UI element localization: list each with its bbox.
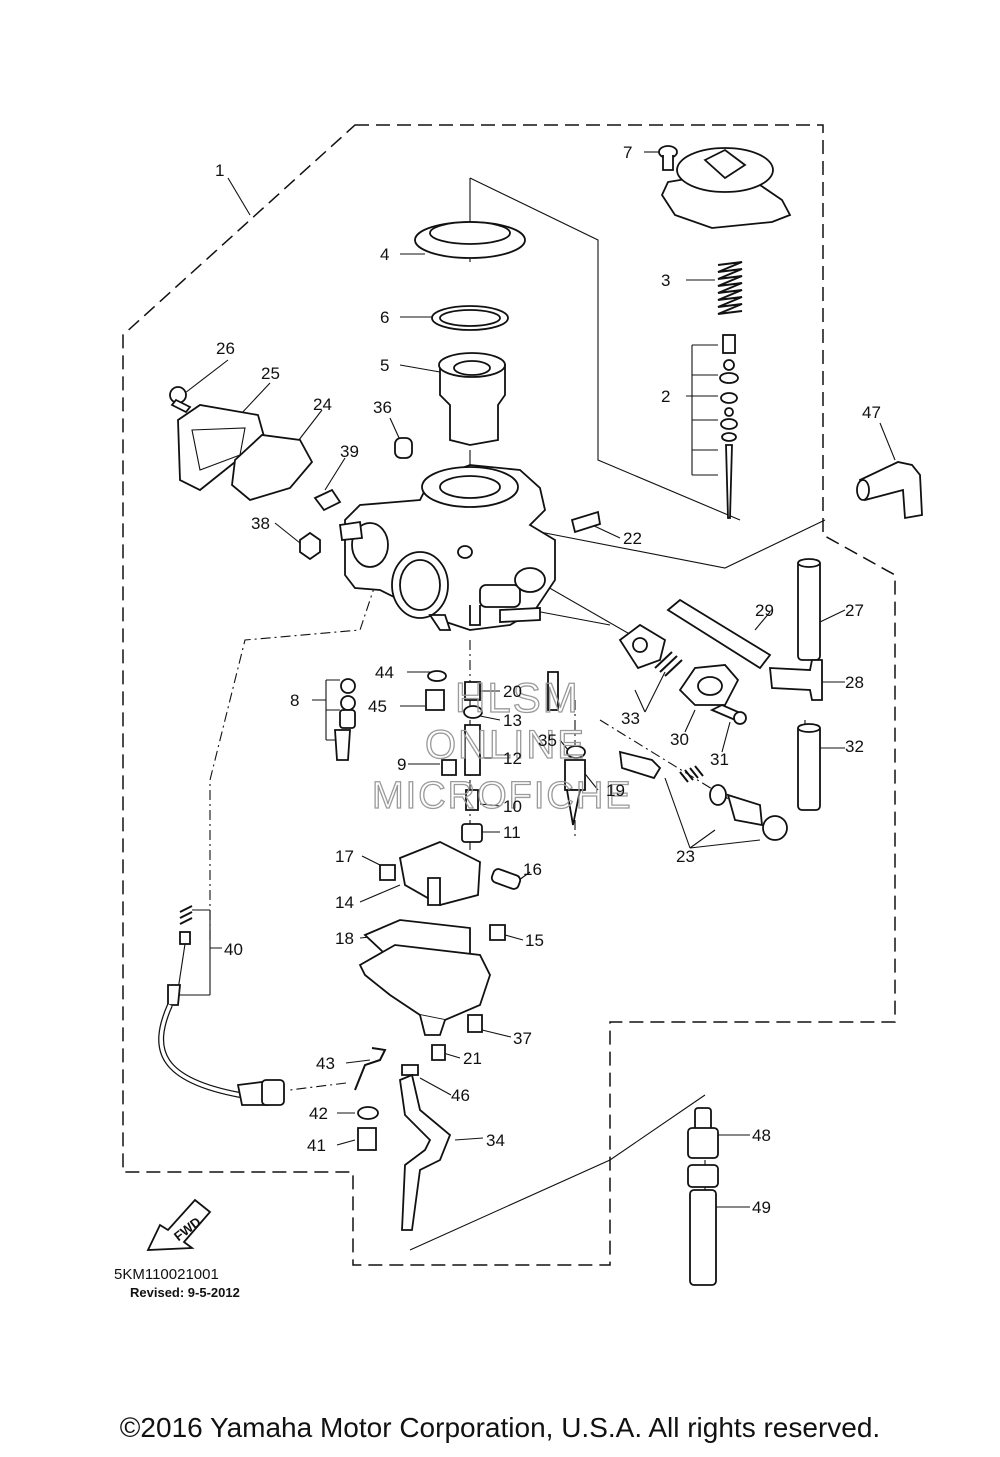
watermark-line-3: MICROFICHE xyxy=(372,775,633,817)
callout-31: 31 xyxy=(710,750,729,769)
throttle-spring xyxy=(717,261,743,315)
revision-date: Revised: 9-5-2012 xyxy=(130,1285,240,1300)
callout-25: 25 xyxy=(261,364,280,383)
callout-49: 49 xyxy=(752,1198,771,1217)
callout-16: 16 xyxy=(523,860,542,879)
diagram-code: 5KM110021001 xyxy=(114,1266,219,1283)
callout-6: 6 xyxy=(380,308,389,327)
pilot-screw-group xyxy=(618,750,788,841)
callout-2: 2 xyxy=(661,387,670,406)
callout-37: 37 xyxy=(513,1029,532,1048)
jet-needle-set xyxy=(719,334,739,519)
callout-32: 32 xyxy=(845,737,864,756)
side-cover-group xyxy=(169,386,314,502)
callout-29: 29 xyxy=(755,601,774,620)
jets-group xyxy=(334,670,586,843)
callout-24: 24 xyxy=(313,395,332,414)
callout-43: 43 xyxy=(316,1054,335,1073)
callout-10: 10 xyxy=(503,797,522,816)
callout-35: 35 xyxy=(538,731,557,750)
callout-40: 40 xyxy=(224,940,243,959)
callout-27: 27 xyxy=(845,601,864,620)
callout-12: 12 xyxy=(503,749,522,768)
callout-18: 18 xyxy=(335,929,354,948)
callout-21: 21 xyxy=(463,1049,482,1068)
accelerator-pump-group xyxy=(618,623,747,725)
callout-11: 11 xyxy=(503,823,521,842)
float-bowl-group xyxy=(358,841,522,1076)
watermark-line-1: HLSM xyxy=(455,674,580,721)
callout-8: 8 xyxy=(290,691,299,710)
callout-45: 45 xyxy=(368,697,387,716)
callout-44: 44 xyxy=(375,663,394,682)
assembly-boundary xyxy=(122,124,896,1266)
callout-36: 36 xyxy=(373,398,392,417)
callout-23: 23 xyxy=(676,847,695,866)
callout-42: 42 xyxy=(309,1104,328,1123)
callout-47: 47 xyxy=(862,403,881,422)
callout-30: 30 xyxy=(670,730,689,749)
callout-46: 46 xyxy=(451,1086,470,1105)
callout-34: 34 xyxy=(486,1131,505,1150)
callout-28: 28 xyxy=(845,673,864,692)
callout-9: 9 xyxy=(397,755,406,774)
callout-38: 38 xyxy=(251,514,270,533)
callout-26: 26 xyxy=(216,339,235,358)
callout-41: 41 xyxy=(307,1136,326,1155)
callout-7: 7 xyxy=(623,143,632,162)
vent-elbow-hose xyxy=(856,461,923,520)
callout-labels: 1 2 3 4 5 6 7 8 9 10 11 12 13 14 15 16 1… xyxy=(215,143,881,1217)
callout-5: 5 xyxy=(380,356,389,375)
carburetor-body xyxy=(299,437,602,631)
callout-14: 14 xyxy=(335,893,354,912)
callout-22: 22 xyxy=(623,529,642,548)
drain-hose-parts xyxy=(687,1107,719,1286)
callout-3: 3 xyxy=(661,271,670,290)
callout-33: 33 xyxy=(621,709,640,728)
callout-13: 13 xyxy=(503,711,522,730)
callout-39: 39 xyxy=(340,442,359,461)
vent-hoses xyxy=(666,558,823,811)
callout-19: 19 xyxy=(606,781,625,800)
throttle-cable xyxy=(158,905,285,1106)
lower-parts xyxy=(354,1047,452,1231)
diaphragm-group xyxy=(414,221,526,446)
callout-15: 15 xyxy=(525,931,544,950)
callout-4: 4 xyxy=(380,245,389,264)
callout-20: 20 xyxy=(503,682,522,701)
fwd-direction-arrow: FWD xyxy=(146,1198,212,1251)
copyright-notice: ©2016 Yamaha Motor Corporation, U.S.A. A… xyxy=(119,1412,881,1443)
callout-48: 48 xyxy=(752,1126,771,1145)
carburetor-top-cover xyxy=(658,145,792,229)
watermark-line-2: ONLINE xyxy=(425,723,586,767)
watermark: HLSM ONLINE MICROFICHE xyxy=(371,673,633,817)
callout-1: 1 xyxy=(215,161,224,180)
callout-17: 17 xyxy=(335,847,354,866)
